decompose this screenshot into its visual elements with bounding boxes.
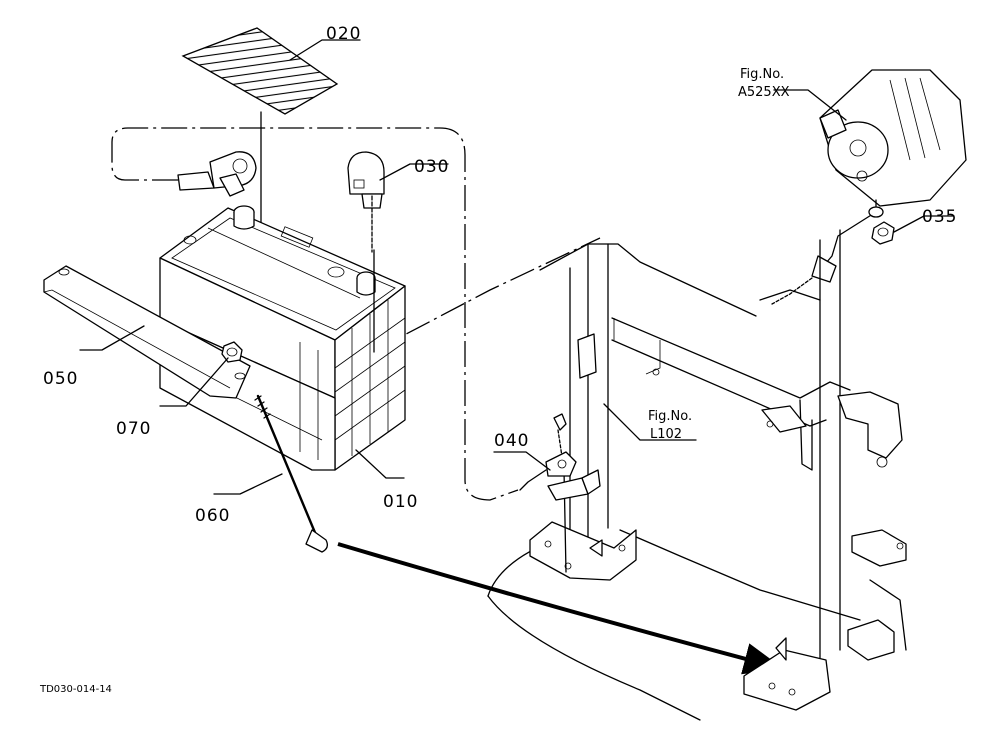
callout-070: 070	[116, 419, 151, 439]
callout-030: 030	[414, 157, 449, 177]
fig-ref-a525xx-line2: A525XX	[738, 85, 790, 100]
mounting-arrow	[337, 542, 784, 675]
callout-060: 060	[195, 506, 230, 526]
callout-020: 020	[326, 24, 361, 44]
chassis-frame	[487, 229, 907, 721]
terminal-cover	[347, 151, 385, 353]
hold-nut	[221, 341, 243, 363]
callout-040: 040	[494, 431, 529, 451]
nut	[871, 221, 895, 245]
fig-ref-a525xx-line1: Fig.No.	[740, 67, 784, 82]
starter-cable-route	[371, 237, 601, 353]
callout-035: 035	[922, 207, 957, 227]
callout-010: 010	[383, 492, 418, 512]
fig-ref-l102-line1: Fig.No.	[648, 409, 692, 424]
positive-terminal-clamp	[177, 151, 257, 197]
battery-hold-bar	[43, 265, 251, 399]
fig-ref-l102-line2: L102	[650, 427, 682, 442]
callout-050: 050	[43, 369, 78, 389]
battery	[159, 205, 406, 471]
positive-cable-route	[111, 127, 519, 501]
starter-motor	[771, 69, 967, 305]
ground-cable	[519, 413, 601, 573]
leader-lines	[79, 39, 955, 495]
hook-bolt	[254, 394, 328, 553]
drawing-code: TD030-014-14	[39, 684, 112, 695]
